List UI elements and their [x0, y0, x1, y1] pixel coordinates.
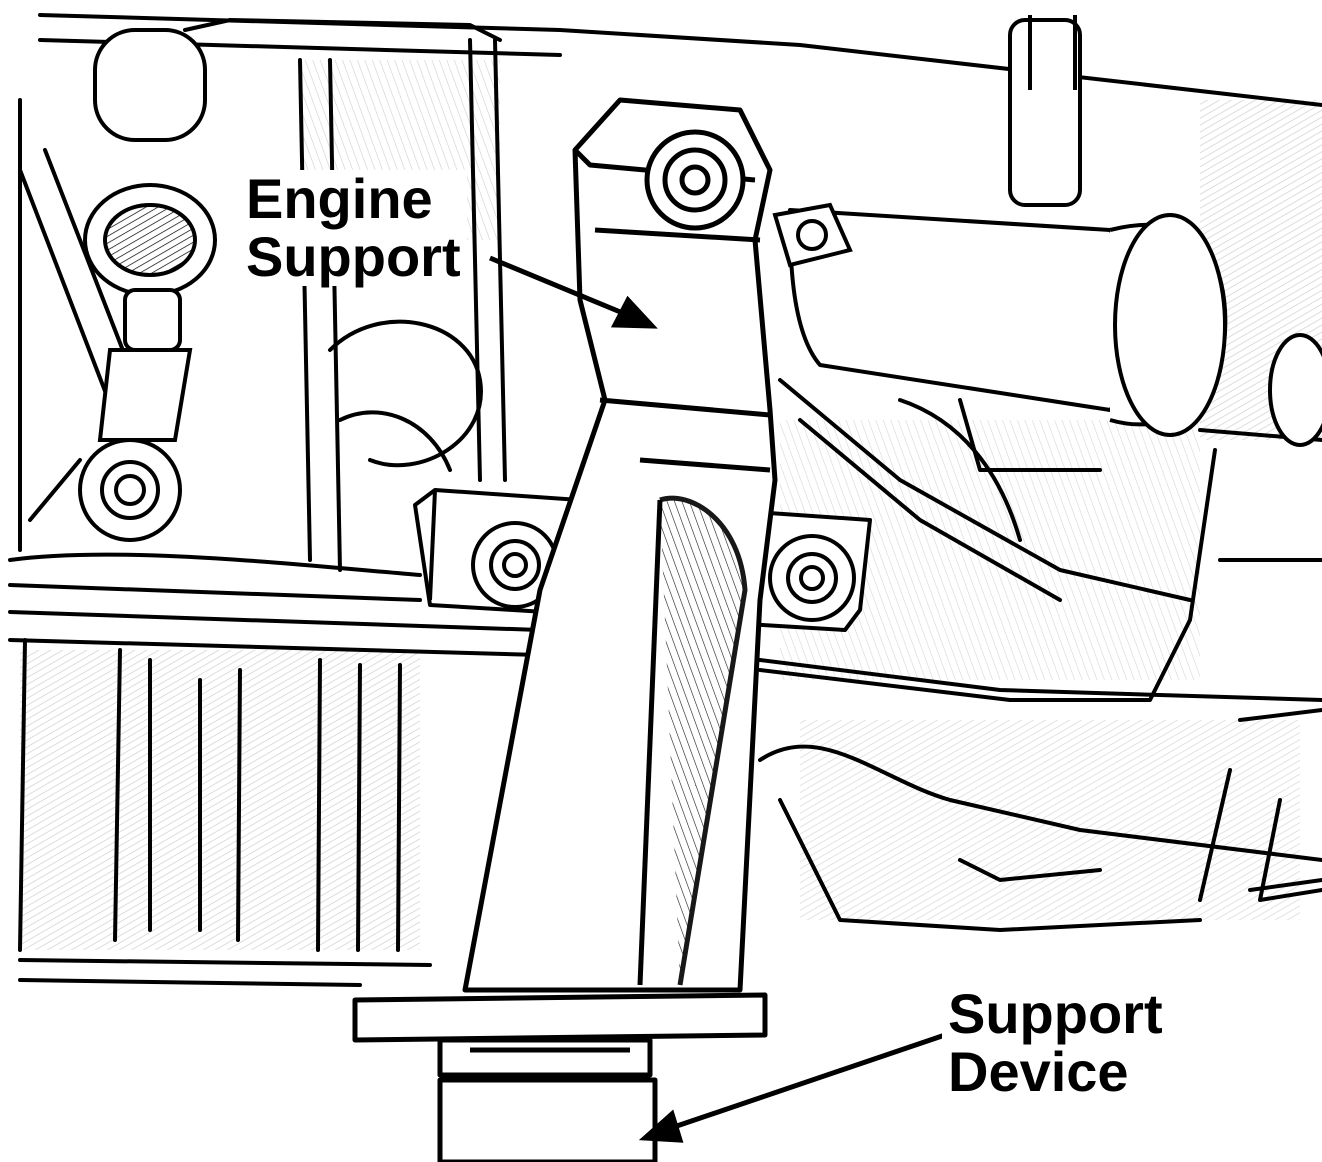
support-device-label-line-2: Device — [948, 1040, 1129, 1103]
bar-bolt-left — [471, 521, 559, 609]
upper-right-bolt — [772, 202, 853, 268]
leader-arrows — [489, 255, 946, 1143]
engine-support-label-line-1: Engine — [246, 167, 433, 230]
support-device-label: Support Device — [942, 985, 1169, 1101]
bar-bolt-right — [768, 534, 856, 622]
engine-support-arrow — [489, 255, 658, 329]
support-device-arrow — [638, 1032, 946, 1143]
engine-support-label-line-2: Support — [246, 225, 461, 288]
bracket-top-bolt — [644, 129, 746, 231]
cylindrical-component — [788, 15, 1322, 447]
link-arm — [78, 28, 217, 542]
engine-support-label: Engine Support — [240, 170, 467, 286]
engine-support-bracket — [462, 97, 778, 993]
support-device — [352, 992, 768, 1162]
support-device-label-line-1: Support — [948, 982, 1163, 1045]
